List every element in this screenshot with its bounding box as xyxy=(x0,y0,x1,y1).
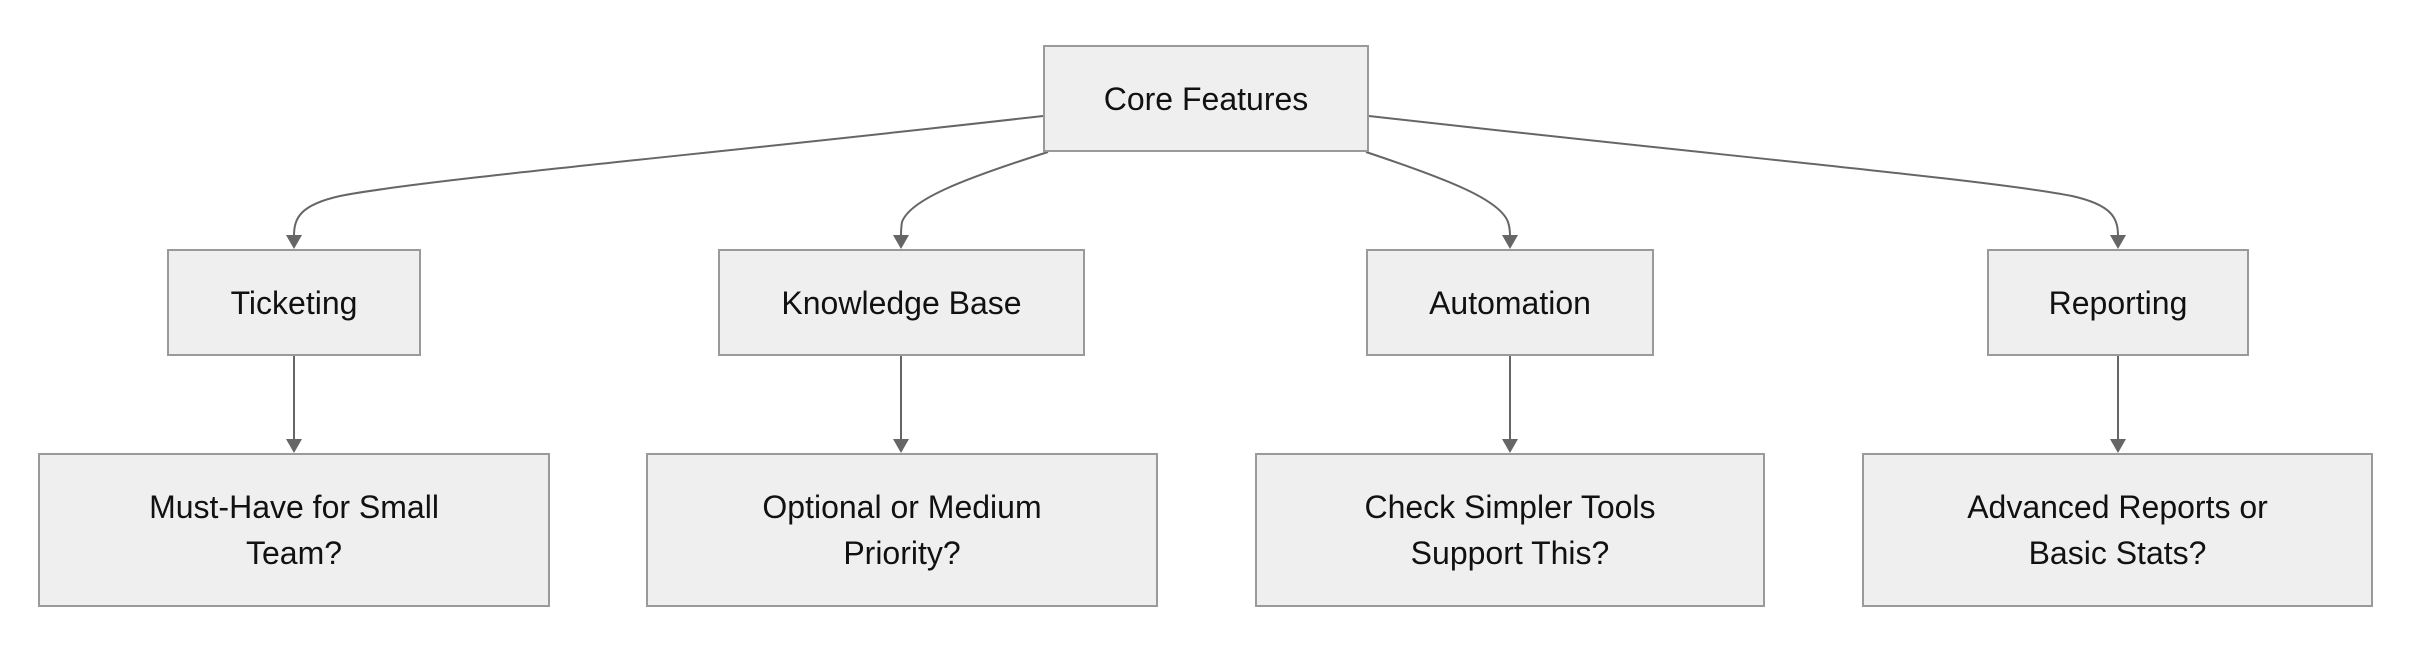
node-ticketing[interactable]: Ticketing xyxy=(167,249,421,356)
node-reporting-label: Reporting xyxy=(2048,284,2188,321)
node-reporting-question-label: Advanced Reports or Basic Stats? xyxy=(1967,489,2268,571)
node-knowledge-base-question[interactable]: Optional or Medium Priority? xyxy=(646,453,1158,607)
arrowhead-reporting xyxy=(2110,235,2126,249)
node-knowledge-base-label: Knowledge Base xyxy=(781,284,1022,321)
node-automation-question[interactable]: Check Simpler Tools Support This? xyxy=(1255,453,1765,607)
node-ticketing-question-label: Must-Have for Small Team? xyxy=(149,489,439,571)
arrowhead-ticketing xyxy=(286,235,302,249)
node-automation-question-label: Check Simpler Tools Support This? xyxy=(1364,489,1656,571)
node-core-features[interactable]: Core Features xyxy=(1043,45,1369,152)
edge-root-knowledge-base xyxy=(900,151,1049,237)
edge-root-reporting xyxy=(1368,115,2119,237)
arrowhead-automation xyxy=(1502,235,1518,249)
arrowhead-automation-question xyxy=(1502,439,1518,453)
node-core-features-label: Core Features xyxy=(1103,80,1309,117)
node-knowledge-base-question-label: Optional or Medium Priority? xyxy=(762,489,1042,571)
arrowhead-knowledge-base-question xyxy=(893,439,909,453)
node-ticketing-label: Ticketing xyxy=(230,284,358,321)
node-reporting[interactable]: Reporting xyxy=(1987,249,2249,356)
edge-root-ticketing xyxy=(293,115,1044,237)
node-automation[interactable]: Automation xyxy=(1366,249,1654,356)
edge-root-automation xyxy=(1365,151,1511,237)
arrowhead-knowledge-base xyxy=(893,235,909,249)
node-reporting-question[interactable]: Advanced Reports or Basic Stats? xyxy=(1862,453,2373,607)
arrowhead-reporting-question xyxy=(2110,439,2126,453)
arrowhead-ticketing-question xyxy=(286,439,302,453)
node-knowledge-base[interactable]: Knowledge Base xyxy=(718,249,1085,356)
node-automation-label: Automation xyxy=(1429,284,1591,321)
node-ticketing-question[interactable]: Must-Have for Small Team? xyxy=(38,453,550,607)
